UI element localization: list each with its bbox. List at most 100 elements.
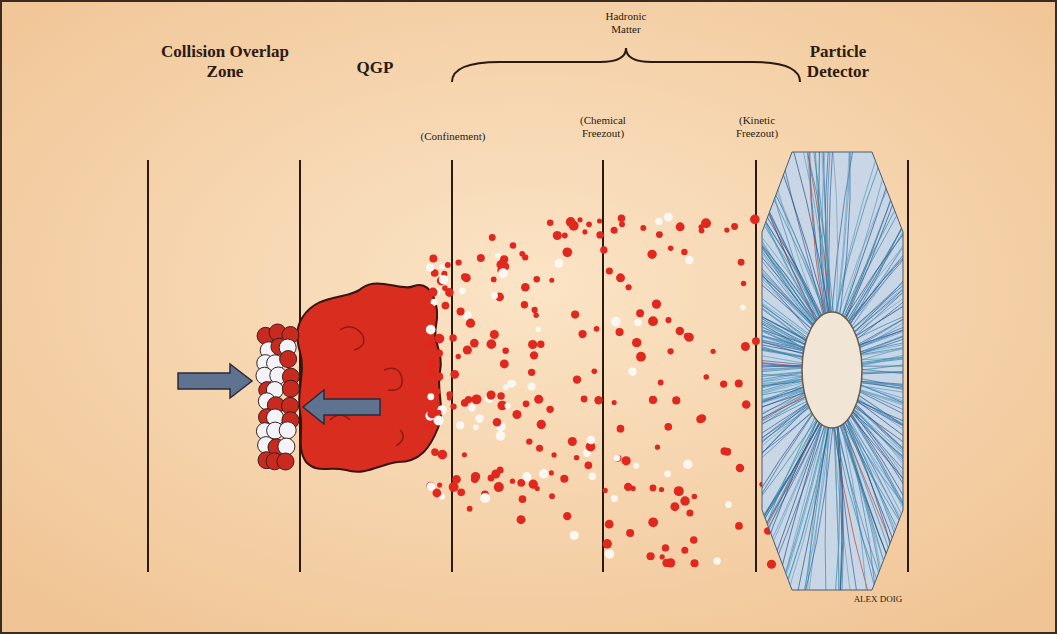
hadron-dot	[598, 232, 604, 238]
particle-track	[807, 84, 825, 313]
particle-track	[620, 413, 812, 540]
hadron-dot	[611, 495, 618, 502]
particle-track	[829, 82, 838, 312]
particle-track	[853, 178, 1027, 329]
hadron-dot	[630, 486, 635, 491]
particle-track	[577, 390, 804, 426]
hadron-dot	[426, 421, 435, 430]
hadron-dot	[587, 436, 596, 445]
hadron-dot	[740, 305, 745, 310]
hadron-dot	[491, 292, 498, 299]
particle-track	[855, 158, 1005, 333]
hadron-dot	[554, 259, 563, 268]
stage-label: (Confinement)	[403, 130, 503, 143]
hadron-dot	[426, 325, 436, 335]
hadron-dot	[655, 445, 660, 450]
hadron-dot	[720, 380, 727, 387]
particle-track	[589, 273, 802, 360]
particle-track	[579, 301, 804, 348]
hadron-dot	[592, 369, 598, 375]
hadron-dot	[647, 552, 655, 560]
hadron-dot	[618, 214, 625, 221]
particle-track	[860, 391, 1057, 460]
hadron-dot	[636, 309, 644, 317]
hadron-dot	[585, 462, 593, 470]
particle-track	[860, 390, 1057, 454]
beam-arrow	[303, 390, 380, 424]
hadron-dot	[473, 424, 479, 430]
particle-track	[617, 406, 809, 533]
hadron-dot	[495, 253, 501, 259]
hadron-dot	[442, 302, 450, 310]
particle-track	[698, 122, 821, 317]
particle-track	[837, 83, 852, 313]
particle-track	[842, 114, 953, 316]
divider-line	[602, 160, 604, 572]
particle-track	[845, 101, 921, 318]
particle-track	[733, 418, 815, 633]
hadron-dot	[701, 218, 711, 228]
particle-track	[852, 125, 963, 327]
particle-track	[861, 338, 1057, 356]
hadron-dot	[615, 328, 623, 336]
hadron-dot	[594, 326, 600, 332]
hadron-dot	[603, 539, 612, 548]
hadron-dot	[505, 403, 511, 409]
particle-track	[860, 276, 1057, 348]
hadron-dot	[686, 510, 693, 517]
hadron-dot	[530, 351, 538, 359]
particle-track	[857, 402, 1057, 495]
hadron-dot	[435, 334, 445, 344]
hadron-dot	[459, 287, 466, 294]
hadron-dot	[522, 254, 528, 260]
particle-track	[861, 386, 1057, 403]
particle-track	[699, 414, 813, 614]
hadron-dot	[462, 274, 471, 283]
hadron-dot	[617, 425, 625, 433]
particle-track	[854, 192, 1037, 332]
hadron-dot	[648, 316, 658, 326]
hadron-dot	[532, 307, 538, 313]
hadron-dot	[466, 319, 475, 328]
particle-track	[656, 407, 809, 579]
hadron-dot	[553, 231, 562, 240]
hadron-dot	[449, 482, 459, 492]
hadron-dot	[577, 217, 582, 222]
particle-track	[612, 403, 807, 524]
hadron-dot	[636, 352, 646, 362]
particle-track	[624, 197, 809, 334]
particle-track	[693, 125, 821, 316]
hadron-dot	[626, 284, 632, 290]
hadron-dot	[547, 220, 554, 227]
particle-track	[693, 423, 820, 615]
hadron-dot	[490, 330, 499, 339]
particle-track	[849, 148, 998, 323]
hadron-dot	[539, 469, 549, 479]
particle-track	[638, 176, 813, 326]
hadron-dot	[680, 496, 689, 505]
hadron-dot	[656, 231, 663, 238]
hadron-dot	[562, 247, 572, 257]
hadron-dot	[510, 479, 515, 484]
particle-track	[592, 395, 805, 481]
hadron-dot	[493, 418, 502, 427]
nucleon	[280, 351, 297, 368]
hadron-dot	[502, 347, 509, 354]
particle-track	[575, 325, 803, 357]
hadron-dot	[549, 278, 554, 283]
hadron-dot	[427, 359, 435, 367]
hadron-dot	[573, 375, 581, 383]
hadron-dot	[439, 275, 448, 284]
particle-track	[834, 428, 840, 634]
hadron-dot	[600, 246, 607, 253]
particle-track	[573, 382, 803, 393]
particle-track	[581, 373, 802, 438]
particle-track	[768, 428, 830, 634]
hadron-dot	[664, 213, 673, 222]
particle-track	[862, 369, 1057, 408]
particle-track	[585, 281, 804, 350]
hadron-dot	[507, 380, 515, 388]
particle-track	[849, 118, 955, 322]
hadron-dot	[676, 327, 684, 335]
